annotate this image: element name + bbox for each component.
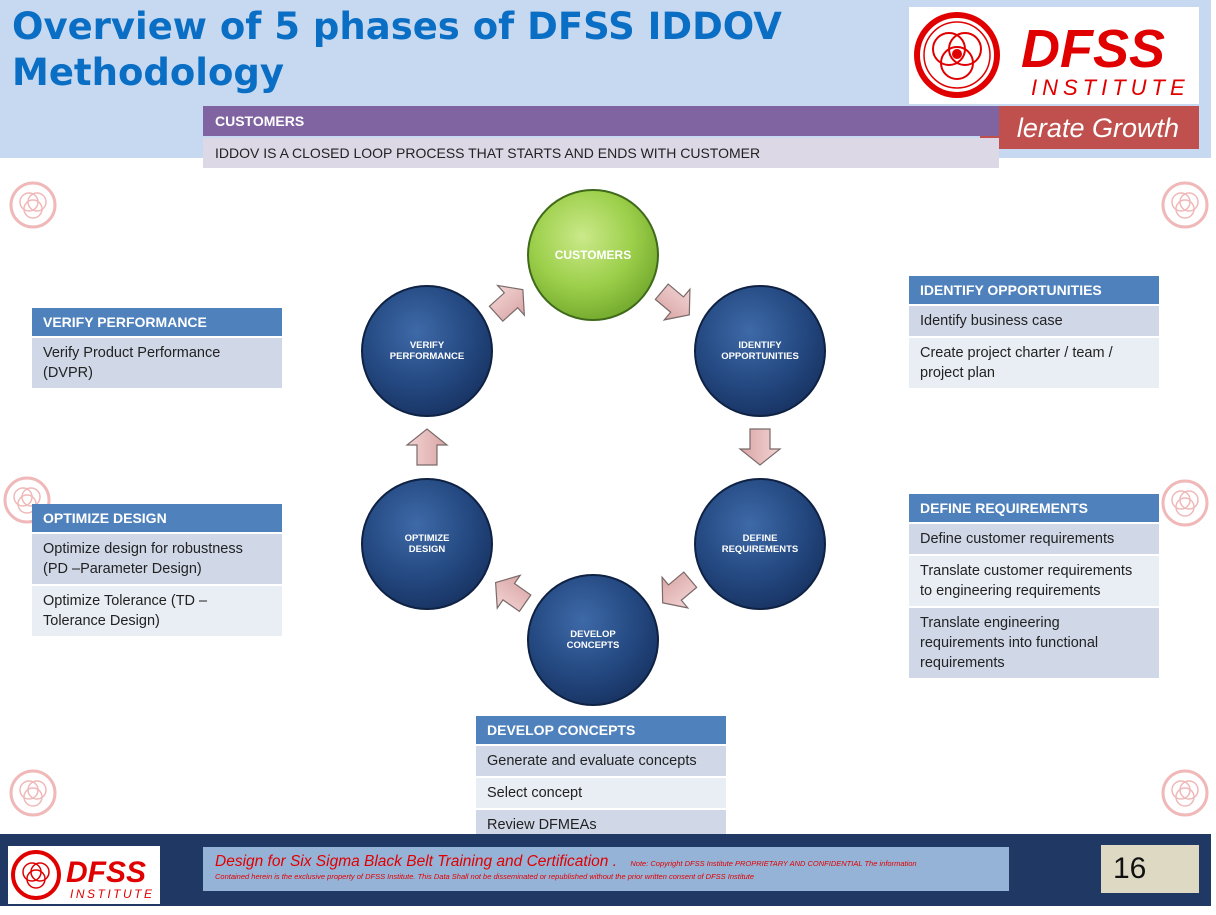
footer-title: Design for Six Sigma Black Belt Training… [215,853,618,870]
phase-header: DEVELOP CONCEPTS [476,716,726,744]
cycle-node-define: DEFINE REQUIREMENTS [694,478,826,610]
page-title: Overview of 5 phases of DFSS IDDOV Metho… [12,5,782,94]
iddov-cycle-diagram: CUSTOMERS IDENTIFY OPPORTUNITIES DEFINE … [361,189,826,706]
tagline: lerate Growth [980,106,1199,149]
dfss-logo-icon: DFSS INSTITUTE [11,850,155,901]
cycle-node-identify: IDENTIFY OPPORTUNITIES [694,285,826,417]
node-label: OPPORTUNITIES [721,351,799,362]
phase-item: Define customer requirements [909,524,1159,554]
phase-item: Verify Product Performance (DVPR) [32,338,282,388]
watermark-logo-icon [1161,769,1209,817]
node-label: VERIFY [410,340,445,351]
node-label: CUSTOMERS [555,248,631,262]
phase-header: VERIFY PERFORMANCE [32,308,282,336]
node-label: DEVELOP [570,629,616,640]
cycle-arrow-define-to-develop [661,571,698,609]
phase-item: Select concept [476,778,726,808]
watermark-logo-icon [1161,181,1209,229]
phase-box-identify: IDENTIFY OPPORTUNITIES Identify business… [909,276,1159,388]
phase-box-define: DEFINE REQUIREMENTS Define customer requ… [909,494,1159,678]
node-label: IDENTIFY [738,340,782,351]
node-label: OPTIMIZE [405,533,450,544]
cycle-node-optimize: OPTIMIZE DESIGN [361,478,493,610]
node-label: DEFINE [743,533,778,544]
watermark-logo-icon [9,769,57,817]
footer-copyright: Design for Six Sigma Black Belt Training… [203,847,1009,891]
watermark-logo-icon [3,476,51,524]
cycle-arrow-optimize-to-verify [405,428,449,466]
cycle-arrow-verify-to-customers [488,284,526,322]
cycle-node-customers: CUSTOMERS [527,189,659,321]
brand-name: DFSS [1021,19,1165,79]
node-label: DESIGN [409,544,446,555]
cycle-arrow-customers-to-identify [654,283,691,321]
dfss-logo-icon: DFSS INSTITUTE [914,12,1190,100]
phase-box-verify: VERIFY PERFORMANCE Verify Product Perfor… [32,308,282,388]
phase-header: DEFINE REQUIREMENTS [909,494,1159,522]
cycle-node-develop: DEVELOP CONCEPTS [527,574,659,706]
phase-header: IDENTIFY OPPORTUNITIES [909,276,1159,304]
brand-name: DFSS [66,856,146,889]
banner-body: IDDOV IS A CLOSED LOOP PROCESS THAT STAR… [203,138,999,168]
node-label: CONCEPTS [567,640,620,651]
phase-item: Translate customer requirements to engin… [909,556,1159,606]
watermark-logo-icon [9,181,57,229]
footer-note-2: Contained herein is the exclusive proper… [215,872,755,881]
node-label: PERFORMANCE [390,351,464,362]
phase-item: Create project charter / team / project … [909,338,1159,388]
brand-sub: INSTITUTE [70,887,155,901]
phase-item: Optimize design for robustness (PD –Para… [32,534,282,584]
node-label: REQUIREMENTS [722,544,799,555]
cycle-arrow-identify-to-define [738,428,782,466]
phase-item: Translate engineering requirements into … [909,608,1159,678]
cycle-node-verify: VERIFY PERFORMANCE [361,285,493,417]
phase-header: OPTIMIZE DESIGN [32,504,282,532]
cycle-arrow-develop-to-optimize [494,574,532,613]
watermark-logo-icon [1161,479,1209,527]
phase-item: Identify business case [909,306,1159,336]
phase-box-develop: DEVELOP CONCEPTS Generate and evaluate c… [476,716,726,840]
page-number: 16 [1101,845,1199,893]
footer-note: Note: Copyright DFSS Institute PROPRIETA… [630,859,917,868]
phase-item: Generate and evaluate concepts [476,746,726,776]
brand-sub: INSTITUTE [1031,75,1190,100]
dfss-logo-top: DFSS INSTITUTE [909,7,1199,104]
phase-item: Optimize Tolerance (TD – Tolerance Desig… [32,586,282,636]
phase-box-optimize: OPTIMIZE DESIGN Optimize design for robu… [32,504,282,636]
dfss-logo-bottom: DFSS INSTITUTE [8,846,160,904]
banner-header: CUSTOMERS [203,106,999,136]
